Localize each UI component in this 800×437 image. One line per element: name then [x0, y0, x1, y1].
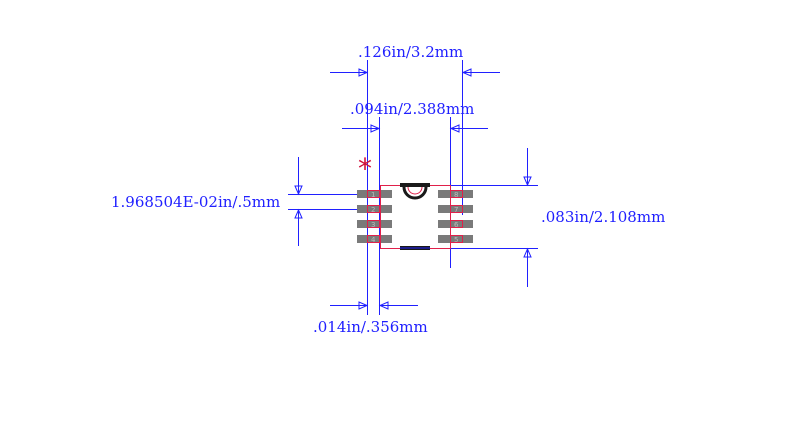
silkscreen [400, 183, 430, 250]
overall-width-label: .126in/3.2mm [358, 43, 463, 61]
pitch-label: 1.968504E-02in/.5mm [111, 193, 280, 211]
pad-7 [438, 205, 473, 213]
pad-8 [438, 190, 473, 198]
pin-label: 8 [454, 191, 458, 199]
pin-label: 4 [371, 236, 376, 244]
pin-label: 3 [371, 221, 375, 229]
body-height-label: .083in/2.108mm [541, 208, 665, 226]
pad-1 [357, 190, 392, 198]
pin1-marker: * [358, 152, 372, 185]
pad-4 [357, 235, 392, 243]
pad-2 [357, 205, 392, 213]
pad-span-label: .094in/2.388mm [350, 100, 474, 118]
pin-label: 5 [454, 236, 458, 244]
pin-label: 2 [371, 206, 375, 214]
pin-label: 7 [454, 206, 458, 214]
dimension-lines [288, 60, 538, 315]
pad-6 [438, 220, 473, 228]
pad-width-label: .014in/.356mm [313, 318, 428, 336]
pin-label: 1 [371, 191, 375, 199]
pin-label: 6 [454, 221, 459, 229]
pad-3 [357, 220, 392, 228]
pad-5 [438, 235, 473, 243]
